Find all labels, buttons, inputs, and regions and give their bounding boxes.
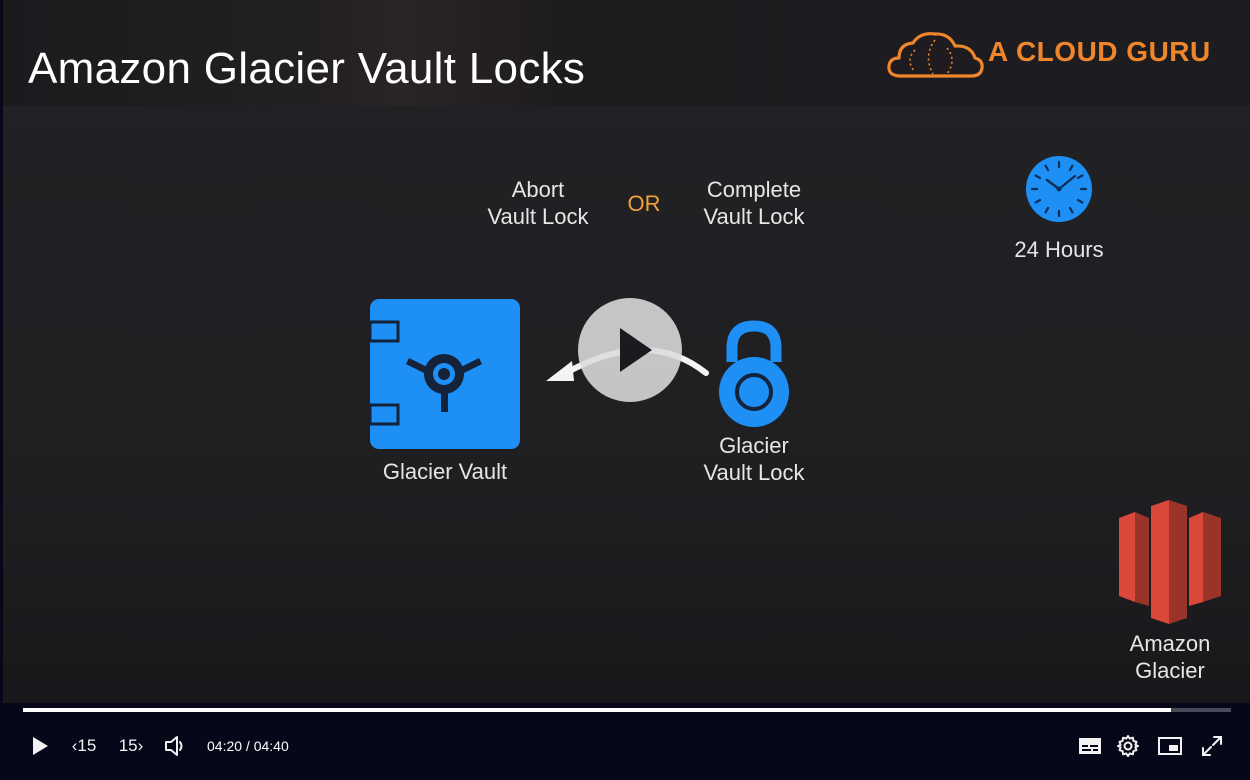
play-button[interactable] [26, 722, 54, 770]
lock-line2: Vault Lock [703, 460, 805, 485]
video-frame[interactable]: Amazon Glacier Vault Locks A CLOUD GURU … [3, 0, 1250, 703]
skip-back-label: ‹15 [71, 736, 97, 755]
picture-in-picture-icon [1158, 737, 1182, 755]
settings-button[interactable] [1114, 722, 1142, 770]
abort-line1: Abort [511, 177, 565, 202]
complete-line1: Complete [706, 177, 802, 202]
lock-line1: Glacier [719, 433, 789, 458]
glacier-line1: Amazon [1129, 631, 1211, 656]
padlock-icon [719, 320, 789, 427]
volume-button[interactable] [162, 722, 190, 770]
vault-icon [369, 299, 520, 449]
skip-forward-button[interactable]: 15› [111, 722, 151, 770]
glacier-vault-lock-label: Glacier Vault Lock [683, 432, 825, 486]
fullscreen-icon [1202, 736, 1222, 756]
abort-vault-lock-label: Abort Vault Lock [475, 176, 601, 230]
duration-label: 24 Hours [1014, 237, 1104, 262]
captions-icon [1079, 738, 1101, 754]
picture-in-picture-button[interactable] [1156, 722, 1184, 770]
time-display: 04:20 / 04:40 [207, 738, 289, 754]
brand-name: A CLOUD GURU [988, 36, 1211, 67]
play-icon [33, 737, 48, 755]
skip-back-button[interactable]: ‹15 [64, 722, 104, 770]
progress-bar-fill [23, 708, 1171, 712]
play-icon [620, 328, 652, 372]
captions-button[interactable] [1076, 722, 1104, 770]
amazon-glacier-label: Amazon Glacier [1103, 630, 1237, 684]
gear-icon [1117, 735, 1139, 757]
glacier-line2: Glacier [1135, 658, 1205, 683]
slide-header: Amazon Glacier Vault Locks A CLOUD GURU [3, 0, 1250, 106]
progress-bar[interactable] [23, 708, 1231, 712]
clock-icon [1026, 156, 1092, 222]
brand-logo: A CLOUD GURU [885, 28, 1225, 83]
center-play-button[interactable] [578, 298, 682, 402]
skip-forward-label: 15› [118, 736, 144, 755]
glacier-vault-label: Glacier Vault [382, 459, 508, 484]
slide-title: Amazon Glacier Vault Locks [28, 44, 586, 93]
complete-line2: Vault Lock [703, 204, 805, 229]
control-bar: ‹15 15› 04:20 / 04:40 [0, 722, 1250, 770]
complete-vault-lock-label: Complete Vault Lock [683, 176, 825, 230]
fullscreen-button[interactable] [1198, 722, 1226, 770]
or-label: OR [627, 191, 661, 216]
abort-line2: Vault Lock [487, 204, 589, 229]
cloud-logo-icon [887, 32, 984, 78]
volume-icon [165, 736, 183, 756]
amazon-glacier-icon [1119, 500, 1221, 624]
